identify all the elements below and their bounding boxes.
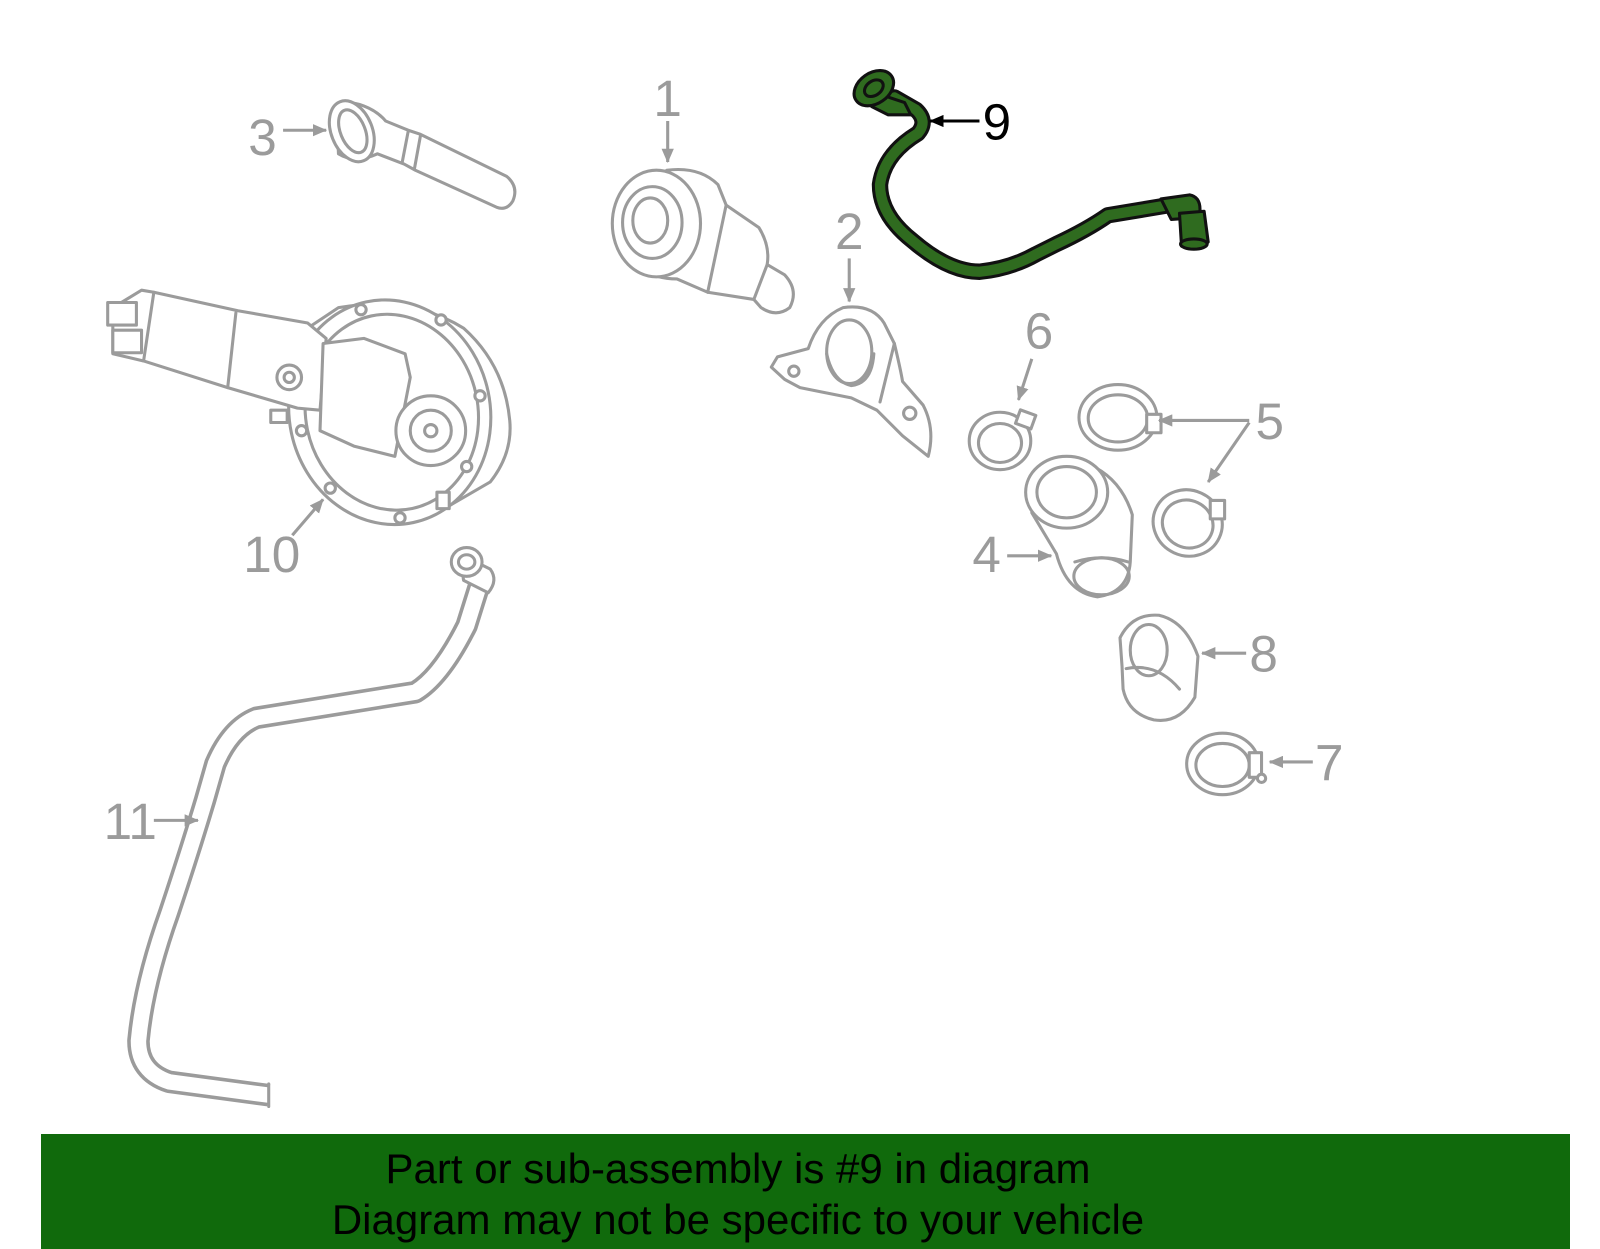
part-6-clamp <box>967 408 1038 472</box>
part-2-bracket <box>769 305 933 458</box>
part-1-housing <box>610 168 795 315</box>
part-7-clamp <box>1185 731 1268 797</box>
part-5-clamp-upper <box>1077 383 1163 452</box>
callout-7: 7 <box>1315 734 1344 791</box>
banner-line-2: Diagram may not be specific to your vehi… <box>331 1196 1145 1243</box>
callout-3: 3 <box>248 109 277 166</box>
callout-5: 5 <box>1255 393 1284 450</box>
callout-1: 1 <box>653 70 682 127</box>
callout-4: 4 <box>972 526 1001 583</box>
callout-arrow-10 <box>291 498 325 537</box>
part-9-vent-hose <box>852 69 1210 280</box>
banner-text: Part or sub-assembly is #9 in diagram Di… <box>41 1143 1435 1245</box>
callout-labels: 1 2 3 4 5 6 7 8 9 10 11 <box>104 70 1344 850</box>
part-4-elbow-hose <box>1024 454 1134 599</box>
callout-9: 9 <box>983 93 1012 150</box>
part-3-filler-tube <box>327 99 517 210</box>
callout-arrows <box>153 114 1313 827</box>
callout-arrow-6 <box>1016 358 1034 401</box>
info-banner: Part or sub-assembly is #9 in diagram Di… <box>41 1134 1570 1249</box>
callout-8: 8 <box>1249 626 1278 683</box>
part-11-hose <box>127 546 496 1109</box>
callout-arrow-5b <box>1206 421 1251 483</box>
part-8-elbow <box>1118 613 1200 722</box>
part-5-clamp-lower <box>1151 488 1227 558</box>
callout-6: 6 <box>1025 303 1054 360</box>
part-9-end-connector <box>1159 193 1210 251</box>
callout-11: 11 <box>104 793 157 850</box>
callout-10: 10 <box>243 526 300 583</box>
part-10-fuel-door-assembly <box>106 288 512 527</box>
callout-2: 2 <box>835 203 864 260</box>
part-9-start-connector <box>852 69 913 117</box>
banner-line-1: Part or sub-assembly is #9 in diagram <box>385 1145 1091 1192</box>
